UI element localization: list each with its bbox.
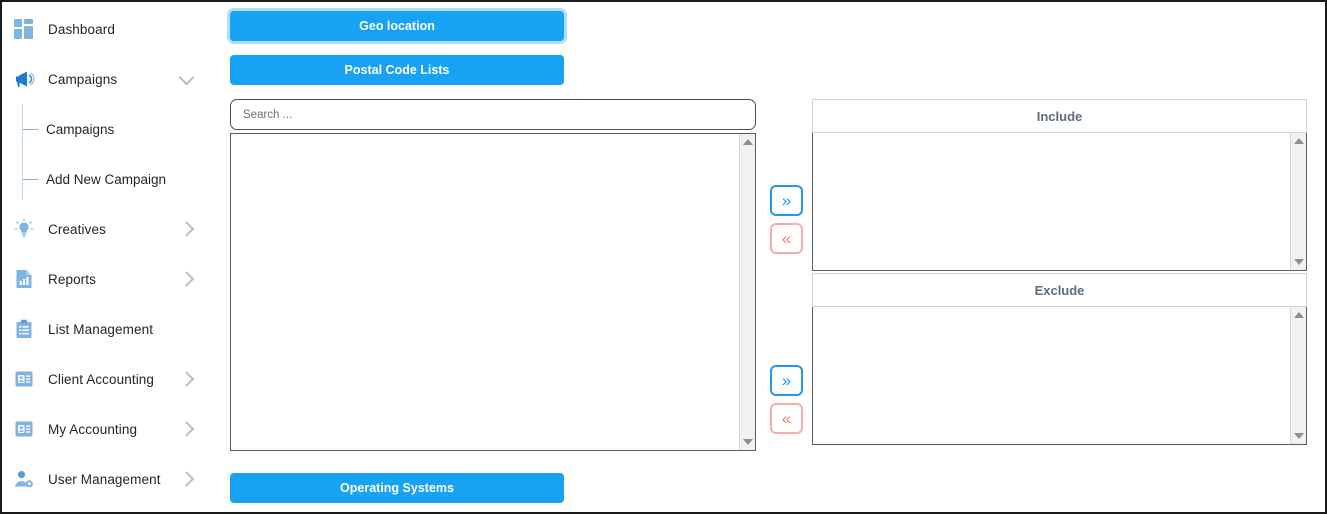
include-list-scrollbar[interactable] — [1290, 133, 1306, 270]
scroll-up-arrow-icon[interactable] — [1293, 312, 1304, 318]
include-panel-title: Include — [812, 99, 1307, 133]
sidebar-item-reports[interactable]: Reports — [2, 254, 206, 304]
transfer-controls: » « » « — [756, 99, 812, 459]
exclude-list-scrollbar[interactable] — [1290, 307, 1306, 444]
id-card-icon — [12, 417, 36, 441]
user-gear-icon — [12, 467, 36, 491]
lightbulb-icon — [12, 217, 36, 241]
sidebar-item-label: Reports — [48, 271, 96, 287]
remove-from-include-button[interactable]: « — [770, 223, 803, 254]
chevron-right-icon[interactable] — [178, 421, 195, 437]
dashboard-grid-icon — [12, 17, 36, 41]
chevron-right-icon[interactable] — [178, 271, 195, 287]
add-to-include-button[interactable]: » — [770, 185, 803, 216]
sidebar-item-label: Campaigns — [48, 71, 118, 87]
chevron-right-icon[interactable] — [178, 221, 195, 237]
sidebar-subitem-label: Add New Campaign — [46, 171, 167, 187]
include-transfer-group: » « — [770, 185, 803, 254]
sidebar-item-creatives[interactable]: Creatives — [2, 204, 206, 254]
sidebar-navigation: Dashboard Campaigns Campaigns A — [2, 2, 206, 512]
dual-list-selector: » « » « Include Exclude — [230, 99, 1307, 459]
sidebar-item-user-management[interactable]: User Management — [2, 454, 206, 504]
search-input[interactable] — [230, 99, 756, 130]
sidebar-subitem-label: Campaigns — [46, 121, 115, 137]
campaigns-submenu: Campaigns Add New Campaign — [2, 104, 206, 204]
sidebar-item-label: Creatives — [48, 221, 106, 237]
scroll-up-arrow-icon[interactable] — [742, 139, 753, 145]
megaphone-icon — [12, 67, 36, 91]
sidebar-item-campaigns[interactable]: Campaigns — [2, 54, 206, 104]
sidebar-item-label: User Management — [48, 471, 161, 487]
sidebar-item-label: Dashboard — [48, 21, 115, 37]
remove-from-exclude-button[interactable]: « — [770, 403, 803, 434]
add-to-exclude-button[interactable]: » — [770, 365, 803, 396]
sidebar-item-label: My Accounting — [48, 421, 138, 437]
sidebar-item-my-accounting[interactable]: My Accounting — [2, 404, 206, 454]
sidebar-subitem-add-new-campaign[interactable]: Add New Campaign — [2, 154, 206, 204]
chevron-right-icon[interactable] — [178, 371, 195, 387]
scroll-down-arrow-icon[interactable] — [742, 439, 753, 445]
geo-location-button[interactable]: Geo location — [230, 11, 564, 41]
source-list-box[interactable] — [230, 133, 756, 451]
id-card-icon — [12, 367, 36, 391]
operating-systems-button[interactable]: Operating Systems — [230, 473, 564, 503]
postal-code-lists-button[interactable]: Postal Code Lists — [230, 55, 564, 85]
main-content: Geo location Postal Code Lists » « — [206, 2, 1325, 512]
sidebar-item-label: Client Accounting — [48, 371, 155, 387]
source-list-scrollbar[interactable] — [739, 134, 755, 450]
exclude-list-box[interactable] — [812, 307, 1307, 445]
source-column — [230, 99, 756, 459]
exclude-panel-title: Exclude — [812, 273, 1307, 307]
chevron-down-icon[interactable] — [178, 69, 195, 86]
sidebar-item-dashboard[interactable]: Dashboard — [2, 4, 206, 54]
scroll-up-arrow-icon[interactable] — [1293, 138, 1304, 144]
chevron-right-icon[interactable] — [178, 471, 195, 487]
sidebar-item-list-management[interactable]: List Management — [2, 304, 206, 354]
exclude-transfer-group: » « — [770, 365, 803, 434]
scroll-down-arrow-icon[interactable] — [1293, 259, 1304, 265]
bar-chart-doc-icon — [12, 267, 36, 291]
sidebar-subitem-campaigns[interactable]: Campaigns — [2, 104, 206, 154]
scroll-down-arrow-icon[interactable] — [1293, 433, 1304, 439]
clipboard-icon — [12, 317, 36, 341]
include-list-box[interactable] — [812, 133, 1307, 271]
sidebar-item-client-accounting[interactable]: Client Accounting — [2, 354, 206, 404]
target-column: Include Exclude — [812, 99, 1307, 459]
sidebar-item-label: List Management — [48, 321, 154, 337]
